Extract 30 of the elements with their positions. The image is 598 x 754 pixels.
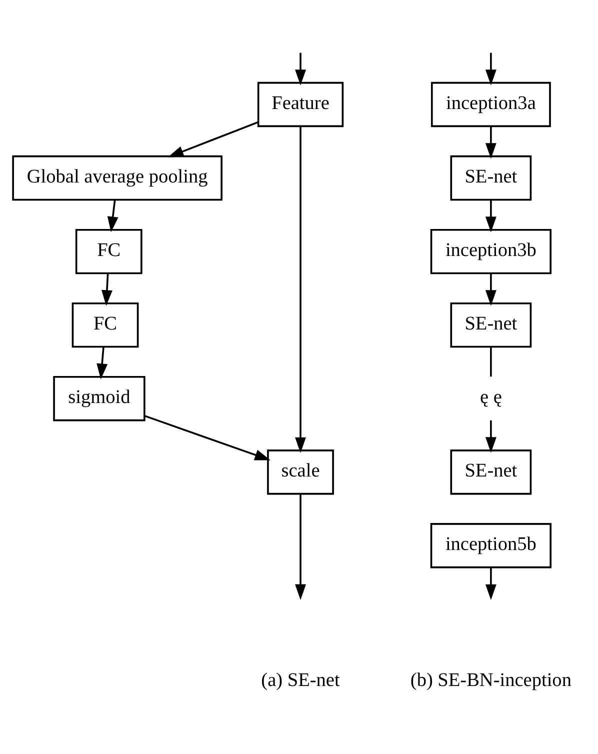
node-text: ę ę bbox=[480, 386, 502, 408]
node-box: SE-net bbox=[450, 449, 532, 494]
label: (a) SE-net bbox=[261, 670, 340, 691]
arrow bbox=[485, 272, 496, 306]
arrow bbox=[101, 272, 112, 306]
node-box: FC bbox=[72, 302, 139, 348]
arrow bbox=[485, 420, 496, 452]
arrow bbox=[485, 126, 496, 158]
node-box: Feature bbox=[257, 81, 344, 127]
connector bbox=[490, 346, 492, 376]
node-box: scale bbox=[267, 449, 334, 494]
node-box: sigmoid bbox=[53, 376, 146, 421]
label: (b) SE-BN-inception bbox=[410, 670, 572, 691]
arrow bbox=[295, 493, 306, 600]
node-box: FC bbox=[75, 228, 142, 274]
arrow bbox=[295, 126, 306, 453]
node-box: inception3a bbox=[430, 81, 551, 127]
arrow bbox=[485, 52, 496, 85]
arrow bbox=[107, 199, 118, 232]
node-box: inception3b bbox=[430, 228, 552, 274]
arrow bbox=[485, 199, 496, 232]
node-box: inception5b bbox=[430, 522, 552, 568]
arrow bbox=[144, 414, 270, 460]
arrow bbox=[295, 52, 306, 85]
arrow bbox=[96, 346, 108, 379]
arrow bbox=[485, 566, 496, 600]
arrow bbox=[168, 120, 258, 157]
node-box: SE-net bbox=[450, 302, 532, 348]
node-box: SE-net bbox=[450, 154, 532, 200]
node-box: Global average pooling bbox=[12, 154, 222, 200]
